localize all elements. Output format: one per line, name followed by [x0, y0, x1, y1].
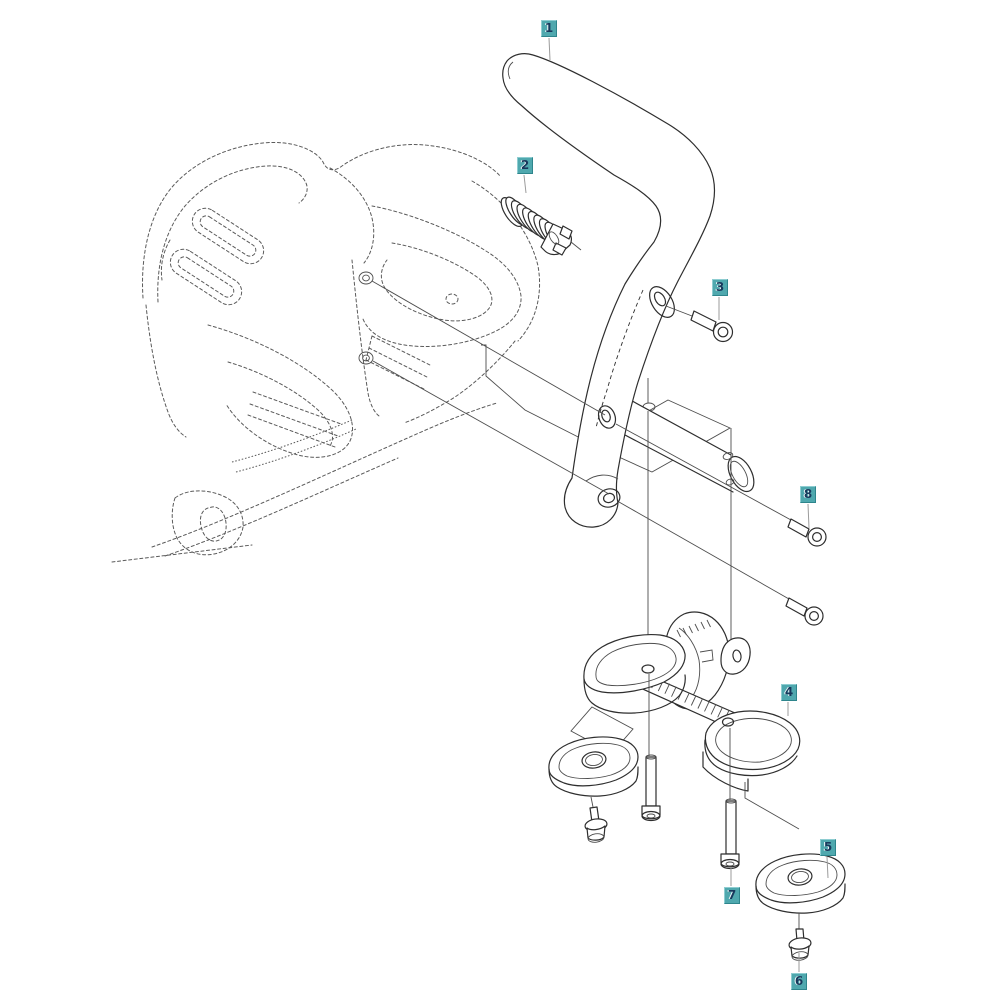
bracket-left-pad: [584, 635, 685, 693]
label-leader-lines: [524, 38, 828, 972]
part-label-8[interactable]: 8: [800, 486, 816, 503]
handle-foot-hole: [596, 486, 622, 509]
part-label-2[interactable]: 2: [517, 157, 533, 174]
handle-bolt-boss: [645, 282, 680, 321]
part-label-5[interactable]: 5: [820, 839, 836, 856]
projection-lines: [372, 281, 791, 599]
machine-mount-bosses: [359, 272, 592, 444]
part-label-3[interactable]: 3: [712, 279, 728, 296]
part-label-1[interactable]: 1: [541, 20, 557, 37]
bolt-8-lower: [786, 598, 823, 625]
bracket-right-pad: [705, 711, 799, 769]
handle-part: [503, 54, 715, 527]
projection-lines-lower: [649, 674, 730, 800]
flange-screw-left: [584, 807, 607, 843]
flange-screw-6: [788, 929, 811, 961]
tnut-plate-5: [756, 854, 845, 929]
bracket-part: [571, 612, 800, 829]
tnut-plate-left: [549, 737, 638, 807]
tube-top-hole: [722, 451, 734, 460]
bolt-7: [721, 799, 739, 869]
leader-line-2: [524, 175, 526, 193]
leader-line-8: [808, 504, 809, 528]
bolt-3: [666, 306, 733, 342]
leader-line-5: [827, 857, 828, 878]
bolt-8-upper: [788, 519, 826, 546]
leader-line-1: [549, 38, 550, 60]
handle-upper-hole: [596, 403, 619, 430]
grip-bellows-part: [497, 194, 581, 255]
part-label-6[interactable]: 6: [791, 973, 807, 990]
bolt-7-center: [642, 755, 660, 821]
handle-cross-tube: [608, 390, 759, 496]
bracket-flange-ear: [721, 638, 750, 674]
machine-body-ghost-outline: [112, 142, 540, 562]
projection-lines-vertical: [648, 378, 731, 666]
part-label-7[interactable]: 7: [724, 887, 740, 904]
handle-hidden-edge: [596, 290, 643, 428]
part-label-4[interactable]: 4: [781, 684, 797, 701]
